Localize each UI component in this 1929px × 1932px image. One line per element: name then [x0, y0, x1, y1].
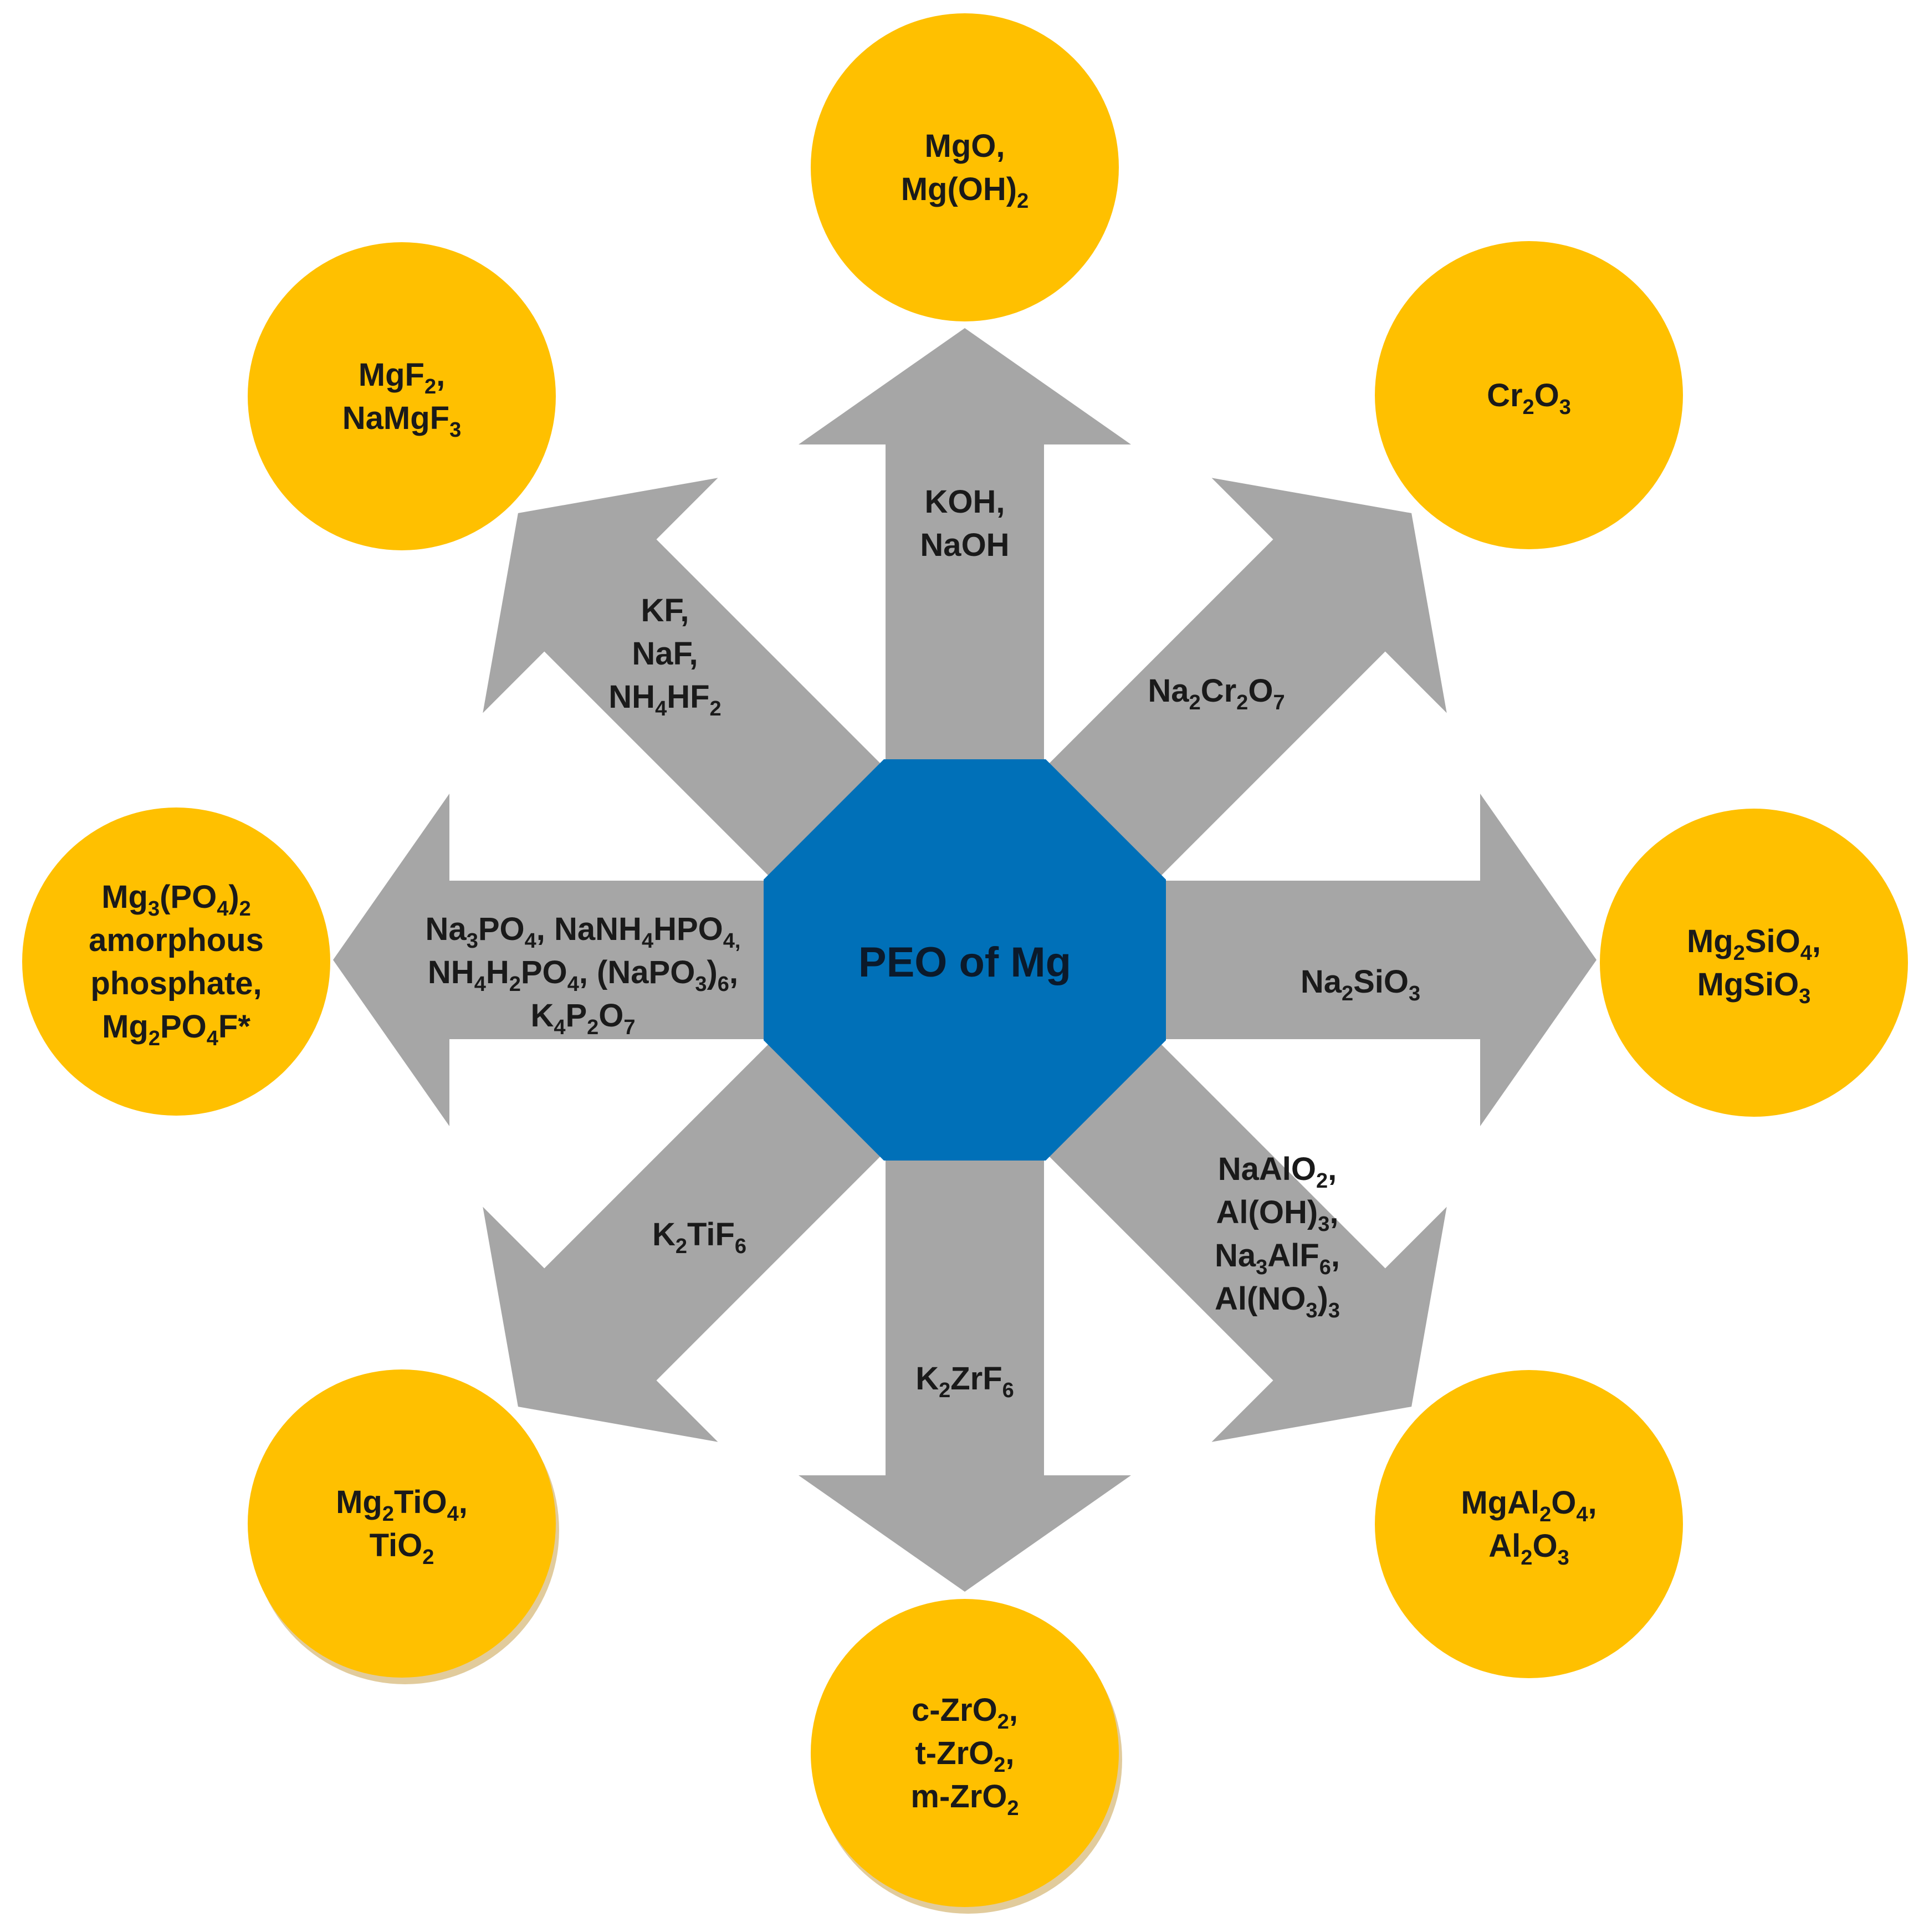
product-label-down-left: Mg2TiO4,TiO2 [336, 1484, 468, 1569]
product-label-right: Mg2SiO4,MgSiO3 [1687, 923, 1821, 1008]
electrolyte-label-right: Na2SiO3 [1301, 964, 1420, 1005]
electrolyte-label-left: Na3PO4, NaNH4HPO4,NH4H2PO4, (NaPO3)6,K4P… [426, 911, 741, 1039]
arrow-down [799, 1077, 1131, 1592]
product-label-up: MgO,Mg(OH)2 [901, 128, 1029, 213]
electrolyte-label-up: KOH,NaOH [920, 484, 1009, 563]
electrolyte-label-down: K2ZrF6 [915, 1361, 1014, 1402]
product-label-down: c-ZrO2,t-ZrO2,m-ZrO2 [910, 1692, 1019, 1820]
product-circle-up [811, 13, 1119, 321]
product-circle-down [811, 1599, 1119, 1907]
arrow-right [1082, 794, 1597, 1126]
product-circle-down-left [248, 1369, 556, 1678]
electrolyte-label-up-left: KF,NaF,NH4HF2 [608, 592, 721, 720]
center-label: PEO of Mg [858, 939, 1071, 986]
product-circle-up-left [248, 242, 556, 550]
center-octagon [764, 759, 1166, 1161]
electrolyte-label-down-right: NaAlO2,Al(OH)3,Na3AlF6,Al(NO3)3 [1215, 1151, 1340, 1322]
arrow-down-left [483, 987, 938, 1442]
product-circle-right [1600, 809, 1908, 1117]
arrow-up-right [991, 478, 1447, 933]
product-circle-up-right [1375, 241, 1683, 549]
arrow-down-right [991, 987, 1447, 1442]
arrow-left [333, 794, 847, 1126]
product-label-down-right: MgAl2O4,Al2O3 [1461, 1485, 1597, 1570]
product-label-up-left: MgF2,NaMgF3 [342, 357, 461, 442]
electrolyte-label-down-left: K2TiF6 [652, 1217, 746, 1258]
electrolyte-label-up-right: Na2Cr2O7 [1148, 673, 1285, 714]
arrow-up [799, 328, 1131, 842]
product-circle-down-right [1375, 1370, 1683, 1678]
product-circle-left [22, 807, 330, 1116]
product-label-up-right: Cr2O3 [1487, 377, 1571, 419]
arrow-up-left [483, 478, 938, 933]
